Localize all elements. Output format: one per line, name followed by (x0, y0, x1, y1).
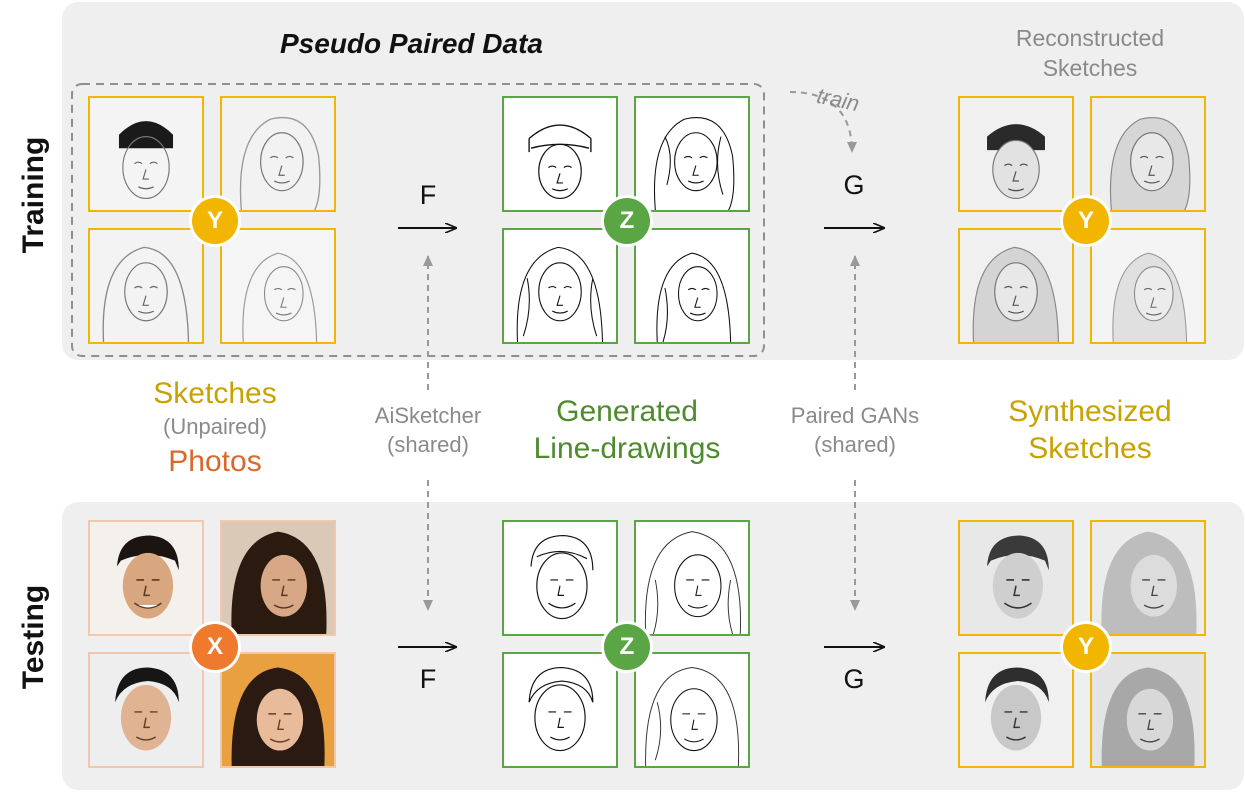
train-line-1 (502, 96, 618, 212)
aisketcher-shared-label: AiSketcher (shared) (348, 402, 508, 460)
synthesized-line1: Synthesized (1008, 395, 1172, 428)
test-line-2 (634, 520, 750, 636)
pseudo-paired-title: Pseudo Paired Data (280, 28, 543, 59)
synthesized-sketches-label: Synthesized Sketches (980, 394, 1200, 467)
train-recon-4 (1090, 228, 1206, 344)
sketches-label: Sketches (153, 377, 277, 410)
aisketcher-line1: AiSketcher (374, 403, 482, 428)
generated-line1: Generated (556, 395, 698, 428)
test-line-3 (502, 652, 618, 768)
train-sketch-4 (220, 228, 336, 344)
train-line-3 (502, 228, 618, 344)
badge-test-lines: Z (604, 624, 650, 670)
test-line-4 (634, 652, 750, 768)
g-label-top: G (843, 170, 865, 200)
photos-label: Photos (168, 444, 262, 478)
row-label-training: Training (17, 136, 50, 254)
reconstructed-line2: Sketches (1042, 54, 1138, 81)
reconstructed-sketches-label: Reconstructed Sketches (980, 24, 1200, 84)
badge-train-recon: Y (1063, 198, 1109, 244)
test-photo-4 (220, 652, 336, 768)
badge-test-photos: X (192, 624, 238, 670)
test-photo-1 (88, 520, 204, 636)
train-sketch-2 (220, 96, 336, 212)
generated-line-drawings-label: Generated Line-drawings (512, 394, 742, 467)
badge-train-sketches: Y (192, 198, 238, 244)
train-sketch-3 (88, 228, 204, 344)
row-label-testing: Testing (17, 584, 50, 690)
test-synth-3 (958, 652, 1074, 768)
badge-test-synth: Y (1063, 624, 1109, 670)
sketches-photos-label: Sketches (Unpaired) Photos (120, 374, 310, 481)
train-recon-1 (958, 96, 1074, 212)
reconstructed-line1: Reconstructed (1015, 25, 1165, 51)
test-synth-2 (1090, 520, 1206, 636)
train-recon-2 (1090, 96, 1206, 212)
unpaired-label: (Unpaired) (163, 414, 267, 439)
test-line-1 (502, 520, 618, 636)
test-synth-1 (958, 520, 1074, 636)
paired-gans-shared-label: Paired GANs (shared) (770, 402, 940, 460)
badge-train-lines: Z (604, 198, 650, 244)
test-photo-3 (88, 652, 204, 768)
test-photo-2 (220, 520, 336, 636)
aisketcher-line2: (shared) (387, 431, 469, 457)
train-recon-3 (958, 228, 1074, 344)
train-line-4 (634, 228, 750, 344)
test-synth-4 (1090, 652, 1206, 768)
paired-gans-line2: (shared) (814, 431, 896, 457)
g-label-bottom: G (843, 664, 865, 694)
train-line-2 (634, 96, 750, 212)
synthesized-line2: Sketches (1028, 431, 1152, 465)
f-label-top: F (419, 180, 437, 210)
paired-gans-line1: Paired GANs (790, 403, 920, 428)
generated-line2: Line-drawings (533, 431, 721, 465)
f-label-bottom: F (419, 664, 437, 694)
train-sketch-1 (88, 96, 204, 212)
